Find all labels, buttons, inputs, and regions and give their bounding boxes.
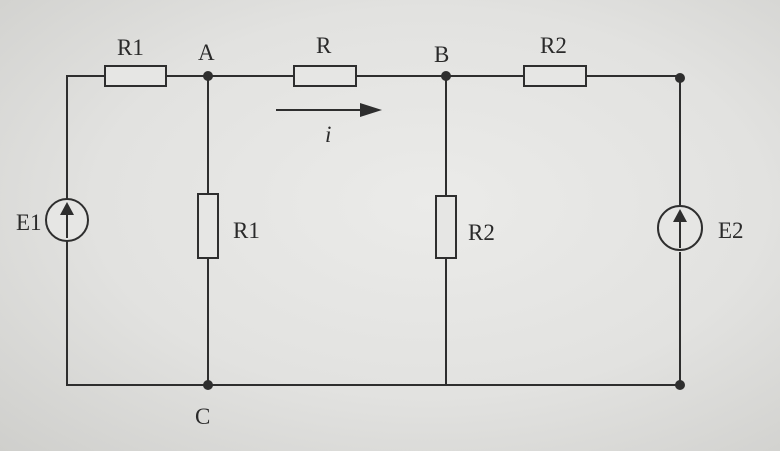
node-right-bottom-dot [675, 380, 685, 390]
resistor-top-middle [293, 65, 357, 87]
label-resistor-vertical-left: R1 [233, 218, 260, 243]
resistor-top-right [523, 65, 587, 87]
node-b-dot [441, 71, 451, 81]
current-arrowhead-icon [360, 103, 382, 117]
node-a-dot [203, 71, 213, 81]
resistor-top-left [104, 65, 167, 87]
source-e2 [657, 205, 703, 251]
label-resistor-top-left: R1 [117, 35, 144, 60]
current-arrow [276, 103, 382, 117]
label-source-e2: E2 [718, 218, 744, 243]
label-resistor-top-middle: R [316, 33, 332, 58]
source-e1-arrowhead-icon [60, 202, 74, 215]
label-node-a: A [198, 40, 215, 65]
label-source-e1: E1 [16, 210, 42, 235]
node-c-dot [203, 380, 213, 390]
source-e1 [45, 198, 89, 242]
label-node-b: B [434, 42, 449, 67]
label-resistor-top-right: R2 [540, 33, 567, 58]
label-node-c: C [195, 404, 210, 429]
label-current: i [325, 122, 331, 147]
label-resistor-vertical-right: R2 [468, 220, 495, 245]
resistor-vertical-left [197, 193, 219, 259]
wire-left-bottom [66, 240, 208, 386]
node-right-top-dot [675, 73, 685, 83]
wires [66, 75, 681, 386]
wire-left-top [66, 75, 105, 200]
resistor-vertical-right [435, 195, 457, 259]
source-e2-arrowhead-icon [673, 209, 687, 222]
